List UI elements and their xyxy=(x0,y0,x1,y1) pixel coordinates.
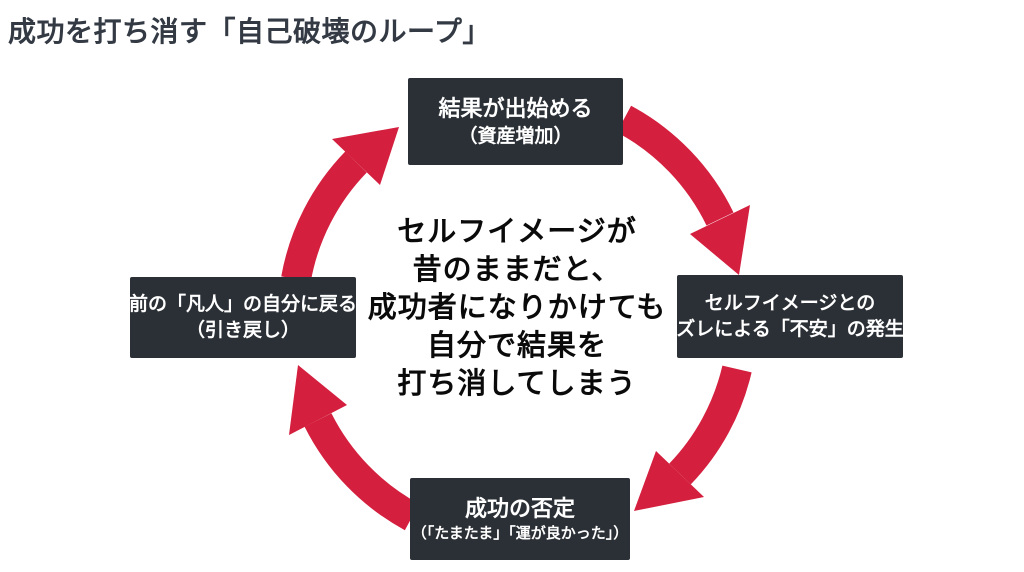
node-denial-of-success: 成功の否定 （「たまたま」「運が良かった」） xyxy=(410,478,630,560)
node-anxiety-line2: ズレによる「不安」の発生 xyxy=(676,318,904,340)
node-results-start-line2: （資産増加） xyxy=(458,125,573,147)
center-caption-line5: 打ち消してしまう xyxy=(397,368,637,400)
node-denial-line1: 成功の否定 xyxy=(464,496,575,522)
arrow-top-to-right-icon xyxy=(616,105,750,275)
center-caption-line2: 昔のままだと、 xyxy=(412,254,622,286)
center-caption-line1: セルフイメージが xyxy=(397,216,637,248)
node-anxiety-from-gap: セルフイメージとの ズレによる「不安」の発生 xyxy=(676,275,904,358)
node-denial-line2: （「たまたま」「運が良かった」） xyxy=(411,524,629,542)
arrow-bottom-to-left-icon xyxy=(289,365,420,531)
node-anxiety-line1: セルフイメージとの xyxy=(704,292,876,314)
node-revert-line1: 前の「凡人」の自分に戻る xyxy=(129,293,358,315)
arrow-left-to-top-icon xyxy=(281,127,399,282)
page-title: 成功を打ち消す「自己破壊のループ」 xyxy=(8,16,491,47)
node-revert-to-ordinary: 前の「凡人」の自分に戻る （引き戻し） xyxy=(129,277,358,358)
node-results-start: 結果が出始める （資産増加） xyxy=(408,78,623,165)
node-revert-line2: （引き戻し） xyxy=(185,319,300,341)
arrow-right-to-bottom-icon xyxy=(634,365,752,511)
center-caption-line4: 自分で結果を xyxy=(426,330,607,362)
node-results-start-line1: 結果が出始める xyxy=(438,95,593,121)
center-caption-line3: 成功者になりかけても xyxy=(367,292,667,324)
cycle-center-caption: セルフイメージが 昔のままだと、 成功者になりかけても 自分で結果を 打ち消して… xyxy=(368,213,667,403)
